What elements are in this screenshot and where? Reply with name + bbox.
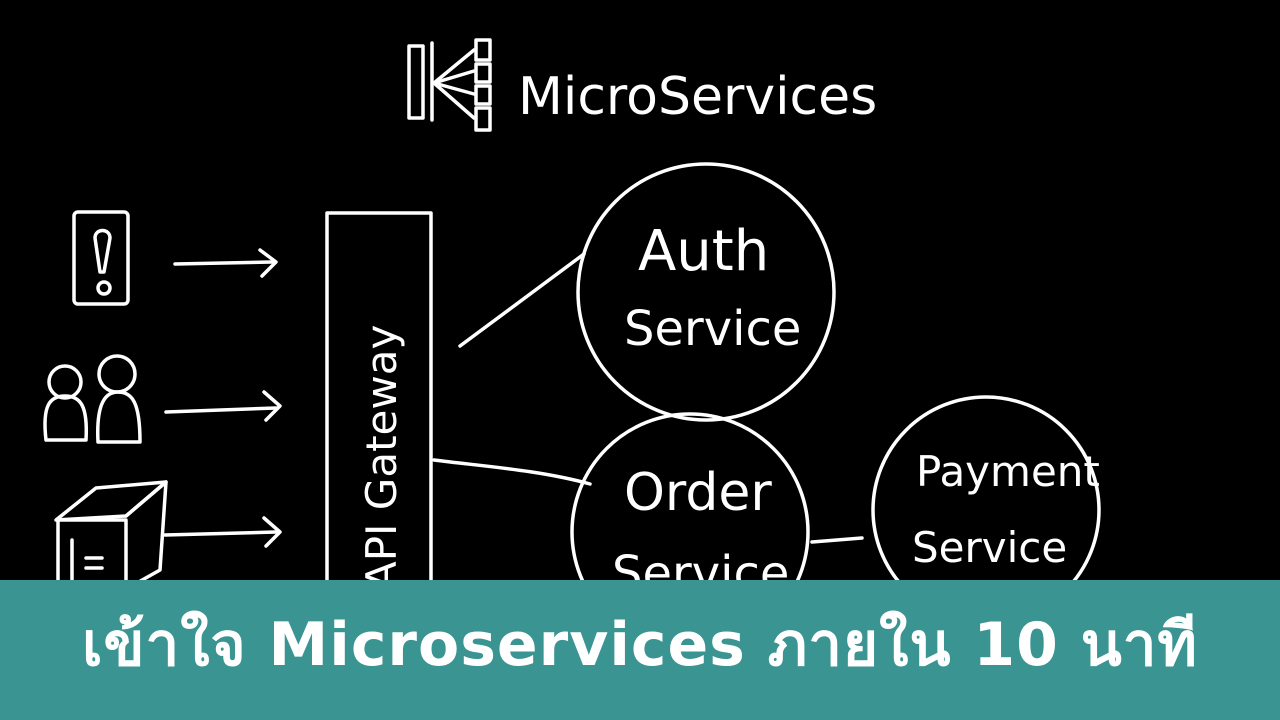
- auth-service-label-line1: Auth: [638, 219, 769, 284]
- auth-service-circle: [576, 162, 836, 422]
- arrowhead-desktop: [262, 516, 282, 548]
- banner-title: เข้าใจ Microservices ภายใน 10 นาที: [82, 609, 1198, 680]
- title-banner: เข้าใจ Microservices ภายใน 10 นาที: [0, 580, 1280, 720]
- users-icon: [43, 354, 142, 444]
- arrow-phone-to-gateway: [173, 260, 274, 266]
- arrowhead-phone: [258, 248, 278, 278]
- line-order-to-payment: [810, 536, 864, 544]
- order-service-label-line1: Order: [624, 463, 772, 523]
- diagram-title: MicroServices: [518, 67, 877, 127]
- phone-icon: [72, 210, 130, 306]
- line-gateway-to-auth: [458, 252, 586, 348]
- line-gateway-to-order: [432, 458, 592, 486]
- payment-service-label-line2: Service: [912, 523, 1067, 572]
- payment-service-label-line1: Payment: [916, 447, 1100, 496]
- desktop-computer-icon: [54, 480, 168, 592]
- microservices-logo-icon: [407, 38, 492, 132]
- auth-service-label-line2: Service: [624, 301, 801, 357]
- arrowhead-users: [262, 390, 282, 422]
- api-gateway-label: API Gateway: [357, 325, 406, 590]
- arrow-desktop-to-gateway: [163, 530, 278, 537]
- arrow-users-to-gateway: [164, 406, 278, 414]
